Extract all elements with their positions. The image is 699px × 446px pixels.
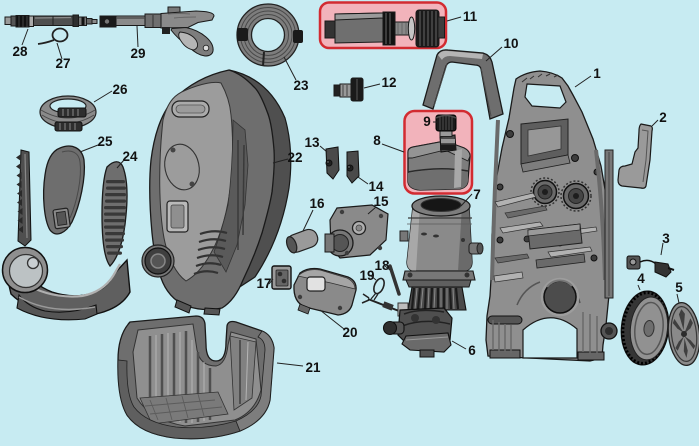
- svg-text:3: 3: [662, 231, 670, 246]
- svg-text:10: 10: [503, 36, 518, 51]
- svg-text:20: 20: [342, 325, 357, 340]
- svg-text:16: 16: [309, 196, 325, 211]
- svg-text:28: 28: [12, 44, 28, 59]
- svg-text:24: 24: [122, 149, 138, 164]
- svg-text:12: 12: [381, 75, 396, 90]
- svg-text:6: 6: [468, 343, 476, 358]
- svg-text:8: 8: [373, 133, 381, 148]
- svg-text:13: 13: [304, 135, 320, 150]
- svg-text:19: 19: [359, 268, 374, 283]
- svg-text:4: 4: [637, 271, 645, 286]
- svg-text:18: 18: [374, 258, 390, 273]
- svg-text:7: 7: [473, 187, 481, 202]
- svg-text:9: 9: [423, 114, 431, 129]
- svg-text:25: 25: [97, 134, 113, 149]
- svg-text:1: 1: [593, 66, 601, 81]
- svg-text:21: 21: [305, 360, 321, 375]
- svg-text:27: 27: [55, 56, 70, 71]
- svg-text:14: 14: [368, 179, 384, 194]
- svg-text:17: 17: [256, 276, 271, 291]
- svg-text:15: 15: [373, 194, 389, 209]
- svg-text:2: 2: [659, 110, 667, 125]
- svg-text:5: 5: [675, 280, 683, 295]
- svg-text:29: 29: [130, 46, 145, 61]
- svg-text:11: 11: [463, 9, 478, 24]
- svg-text:23: 23: [293, 78, 309, 93]
- svg-text:22: 22: [287, 150, 302, 165]
- svg-text:26: 26: [112, 82, 128, 97]
